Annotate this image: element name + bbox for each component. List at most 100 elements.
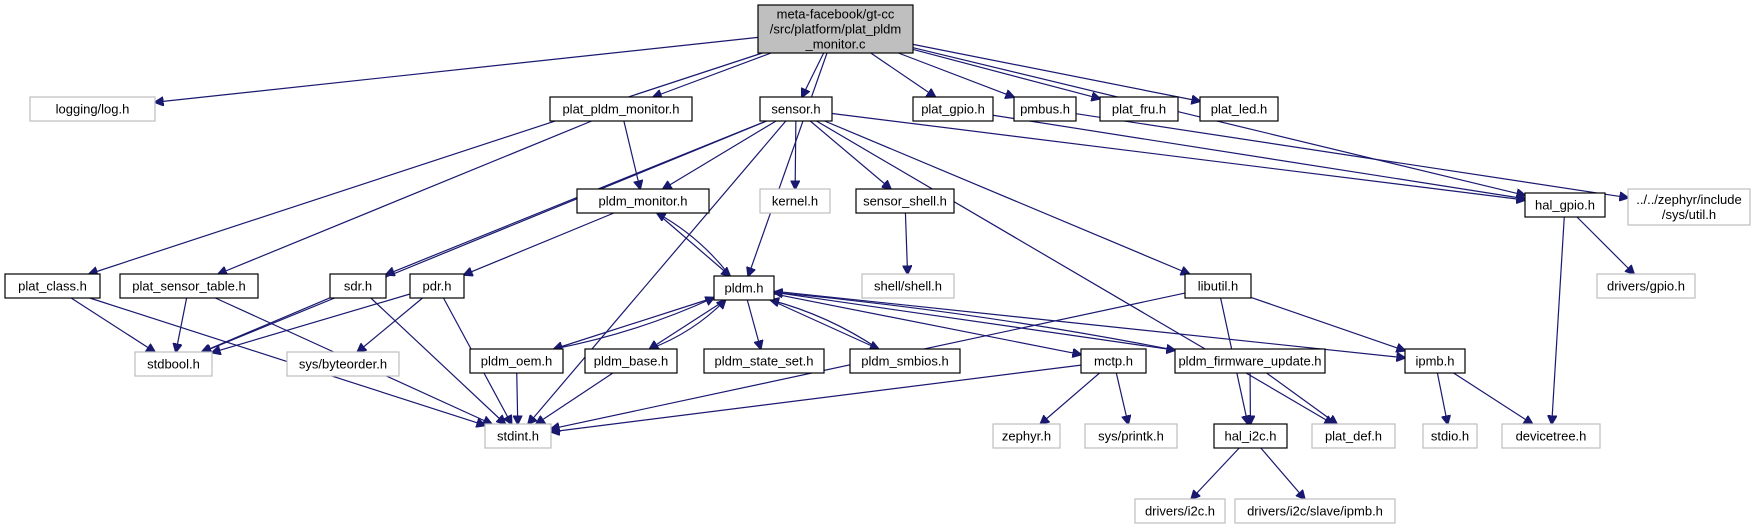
edge-pmbus-to-util — [1075, 113, 1628, 198]
edge-sensor-to-halgpio — [831, 112, 1525, 200]
node-label-util: ../../zephyr/include — [1636, 192, 1742, 207]
edge-pm-to-pdr — [464, 212, 615, 275]
node-mctp[interactable]: mctp.h — [1080, 348, 1147, 374]
node-label-root: meta-facebook/gt-cc — [777, 7, 895, 22]
node-hali2c[interactable]: hal_i2c.h — [1213, 423, 1288, 449]
edge-ppm-to-pm — [623, 120, 640, 189]
node-box-kernel — [759, 188, 831, 214]
node-box-ppm — [549, 96, 693, 122]
node-box-pdef — [1311, 423, 1396, 449]
edge-mctp-to-printk — [1115, 372, 1128, 424]
node-pst[interactable]: plat_sensor_table.h — [119, 273, 259, 299]
node-box-pfru — [1099, 96, 1179, 122]
node-halgpio[interactable]: hal_gpio.h — [1524, 192, 1606, 218]
node-pm[interactable]: pldm_monitor.h — [576, 188, 710, 214]
edge-root-to-ppm — [653, 52, 772, 97]
edge-pbase-to-stdint — [536, 372, 614, 424]
edge-pclass-to-stdbool — [70, 297, 155, 352]
node-pbase[interactable]: pldm_base.h — [584, 348, 678, 374]
node-label-sensor: sensor.h — [771, 102, 820, 117]
edge-halgpio-to-dgpio — [1576, 216, 1634, 274]
node-zephyr[interactable]: zephyr.h — [992, 423, 1061, 449]
edge-poem-to-stdint — [517, 372, 518, 424]
node-dtree[interactable]: devicetree.h — [1501, 423, 1601, 449]
node-pmbus[interactable]: pmbus.h — [1013, 96, 1077, 122]
edge-sshell-to-shell — [905, 212, 907, 274]
edge-pdr-to-stdbool — [212, 293, 411, 353]
node-box-pst — [119, 273, 259, 299]
node-ppm[interactable]: plat_pldm_monitor.h — [549, 96, 693, 122]
node-label-pdr: pdr.h — [423, 279, 452, 294]
node-sdr[interactable]: sdr.h — [329, 273, 387, 299]
edge-sensor-to-libutil — [824, 120, 1190, 274]
node-label-pm: pldm_monitor.h — [599, 194, 688, 209]
node-box-printk — [1084, 423, 1178, 449]
edge-pldm-to-pbase — [650, 299, 726, 349]
node-libutil[interactable]: libutil.h — [1184, 273, 1252, 299]
node-byteorder[interactable]: sys/byteorder.h — [286, 351, 400, 377]
node-sshell[interactable]: sensor_shell.h — [855, 188, 955, 214]
node-box-libutil — [1184, 273, 1252, 299]
node-pdef[interactable]: plat_def.h — [1311, 423, 1396, 449]
node-pled[interactable]: plat_led.h — [1199, 96, 1279, 122]
node-label-pfru: plat_fru.h — [1112, 102, 1166, 117]
node-pss[interactable]: pldm_state_set.h — [703, 348, 825, 374]
edge-pldm-to-pss — [746, 299, 760, 349]
node-kernel[interactable]: kernel.h — [759, 188, 831, 214]
node-label-kernel: kernel.h — [772, 194, 818, 209]
node-label-root: /src/platform/plat_pldm — [770, 22, 902, 37]
node-label-root: _monitor.c — [805, 37, 866, 52]
node-pfw[interactable]: pldm_firmware_update.h — [1174, 348, 1326, 374]
node-box-pdr — [409, 273, 465, 299]
node-label-hali2c: hal_i2c.h — [1224, 429, 1276, 444]
node-box-root — [757, 4, 914, 54]
node-box-sensor — [759, 96, 833, 122]
node-pldm[interactable]: pldm.h — [713, 275, 775, 301]
edge-pbase-to-pldm — [649, 300, 726, 350]
edge-sensor-to-stdint — [528, 120, 787, 424]
node-psmbios[interactable]: pldm_smbios.h — [849, 348, 961, 374]
node-label-stdbool: stdbool.h — [147, 357, 200, 372]
edge-pldm-to-ipmb — [773, 290, 1405, 358]
node-label-util: /sys/util.h — [1662, 207, 1716, 222]
node-box-log — [29, 96, 156, 122]
edge-pm-to-pldm — [656, 212, 730, 276]
node-label-stdio: stdio.h — [1431, 429, 1469, 444]
edge-sensor-to-sshell — [809, 120, 891, 189]
node-poem[interactable]: pldm_oem.h — [469, 348, 564, 374]
node-pclass[interactable]: plat_class.h — [4, 273, 101, 299]
node-pgpio[interactable]: plat_gpio.h — [912, 96, 994, 122]
edge-poem-to-pldm — [553, 298, 714, 350]
node-label-zephyr: zephyr.h — [1002, 429, 1051, 444]
node-sensor[interactable]: sensor.h — [759, 96, 833, 122]
node-dipmb[interactable]: drivers/i2c/slave/ipmb.h — [1234, 498, 1396, 524]
edge-root-to-log — [155, 36, 759, 102]
node-dgpio[interactable]: drivers/gpio.h — [1596, 273, 1696, 299]
node-shell[interactable]: shell/shell.h — [861, 273, 955, 299]
node-stdio[interactable]: stdio.h — [1422, 423, 1478, 449]
edge-pldm-to-mctp — [773, 293, 1081, 355]
node-label-pldm: pldm.h — [724, 281, 763, 296]
node-box-pss — [703, 348, 825, 374]
node-box-halgpio — [1524, 192, 1606, 218]
edge-root-to-pmbus — [898, 52, 1014, 97]
edge-pldm-to-pfw — [773, 291, 1175, 350]
node-ipmb[interactable]: ipmb.h — [1404, 348, 1466, 374]
node-stdint[interactable]: stdint.h — [484, 423, 552, 449]
edge-sdr-to-stdint — [370, 297, 505, 424]
node-stdbool[interactable]: stdbool.h — [134, 351, 213, 377]
node-label-shell: shell/shell.h — [874, 279, 942, 294]
edge-pfw-to-pldm — [774, 292, 1176, 351]
node-pdr[interactable]: pdr.h — [409, 273, 465, 299]
node-box-pfw — [1174, 348, 1326, 374]
node-printk[interactable]: sys/printk.h — [1084, 423, 1178, 449]
node-pfru[interactable]: plat_fru.h — [1099, 96, 1179, 122]
edge-mctp-to-stdint — [551, 364, 1082, 432]
edge-mctp-to-zephyr — [1040, 372, 1100, 424]
node-util[interactable]: ../../zephyr/include/sys/util.h — [1627, 188, 1751, 226]
node-root[interactable]: meta-facebook/gt-cc/src/platform/plat_pl… — [757, 4, 914, 54]
node-box-poem — [469, 348, 564, 374]
node-di2c[interactable]: drivers/i2c.h — [1134, 498, 1226, 524]
node-label-di2c: drivers/i2c.h — [1145, 504, 1215, 519]
node-log[interactable]: logging/log.h — [29, 96, 156, 122]
